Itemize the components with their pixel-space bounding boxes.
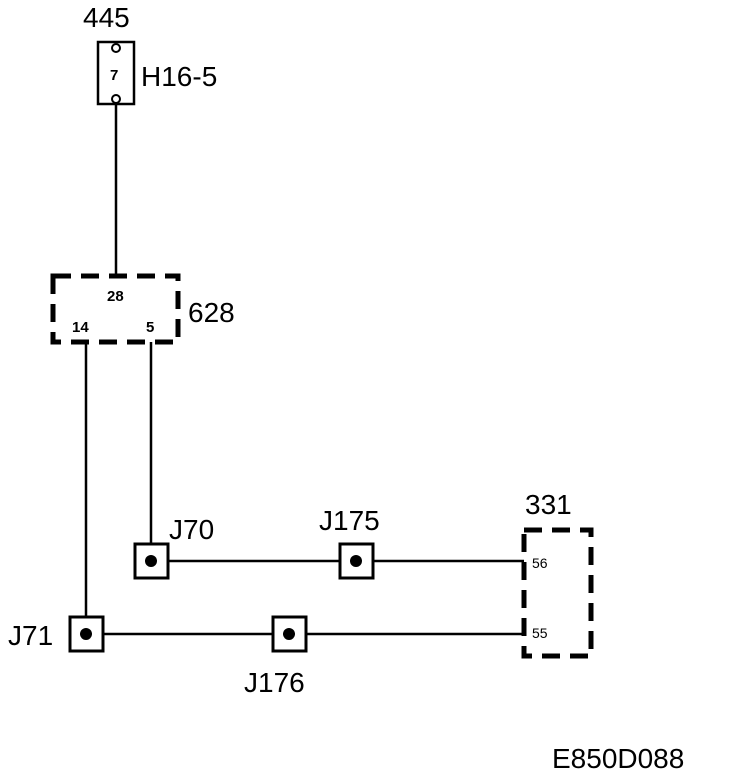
module-628-outline (50, 273, 181, 345)
connector-445-pin: 7 (110, 67, 118, 84)
junction-j71-label: J71 (8, 620, 53, 651)
junction-j71-dot (80, 628, 92, 640)
connector-445-bottom-hole (111, 94, 121, 104)
module-331-outline (521, 527, 594, 659)
junction-j71-box (68, 615, 105, 653)
junction-j175: J175 (319, 505, 380, 580)
module-628-pin-5: 5 (146, 319, 154, 336)
junction-j70-dot (145, 555, 157, 567)
junction-j175-dot (350, 555, 362, 567)
module-628: 28 14 5 628 (50, 273, 235, 345)
junction-j176-dot (283, 628, 295, 640)
figure-code: E850D088 (552, 743, 684, 774)
junction-j175-label: J175 (319, 505, 380, 536)
module-628-pin-28: 28 (107, 288, 124, 305)
module-331-pin-56: 56 (532, 555, 548, 571)
module-331-id: 331 (525, 489, 572, 520)
junction-j71: J71 (8, 615, 105, 653)
junction-j176: J176 (244, 615, 308, 698)
junction-j70-label: J70 (169, 514, 214, 545)
connector-445-id: 445 (83, 2, 130, 33)
connector-445-code: H16-5 (141, 61, 217, 92)
module-628-pin-14: 14 (72, 319, 89, 336)
module-628-id: 628 (188, 297, 235, 328)
junction-j176-label: J176 (244, 667, 305, 698)
module-331: 331 56 55 (521, 489, 594, 659)
junction-j70: J70 (133, 514, 214, 580)
connector-445-top-hole (111, 43, 121, 53)
connector-445: 445 7 H16-5 (83, 2, 217, 106)
module-331-pin-55: 55 (532, 625, 548, 641)
